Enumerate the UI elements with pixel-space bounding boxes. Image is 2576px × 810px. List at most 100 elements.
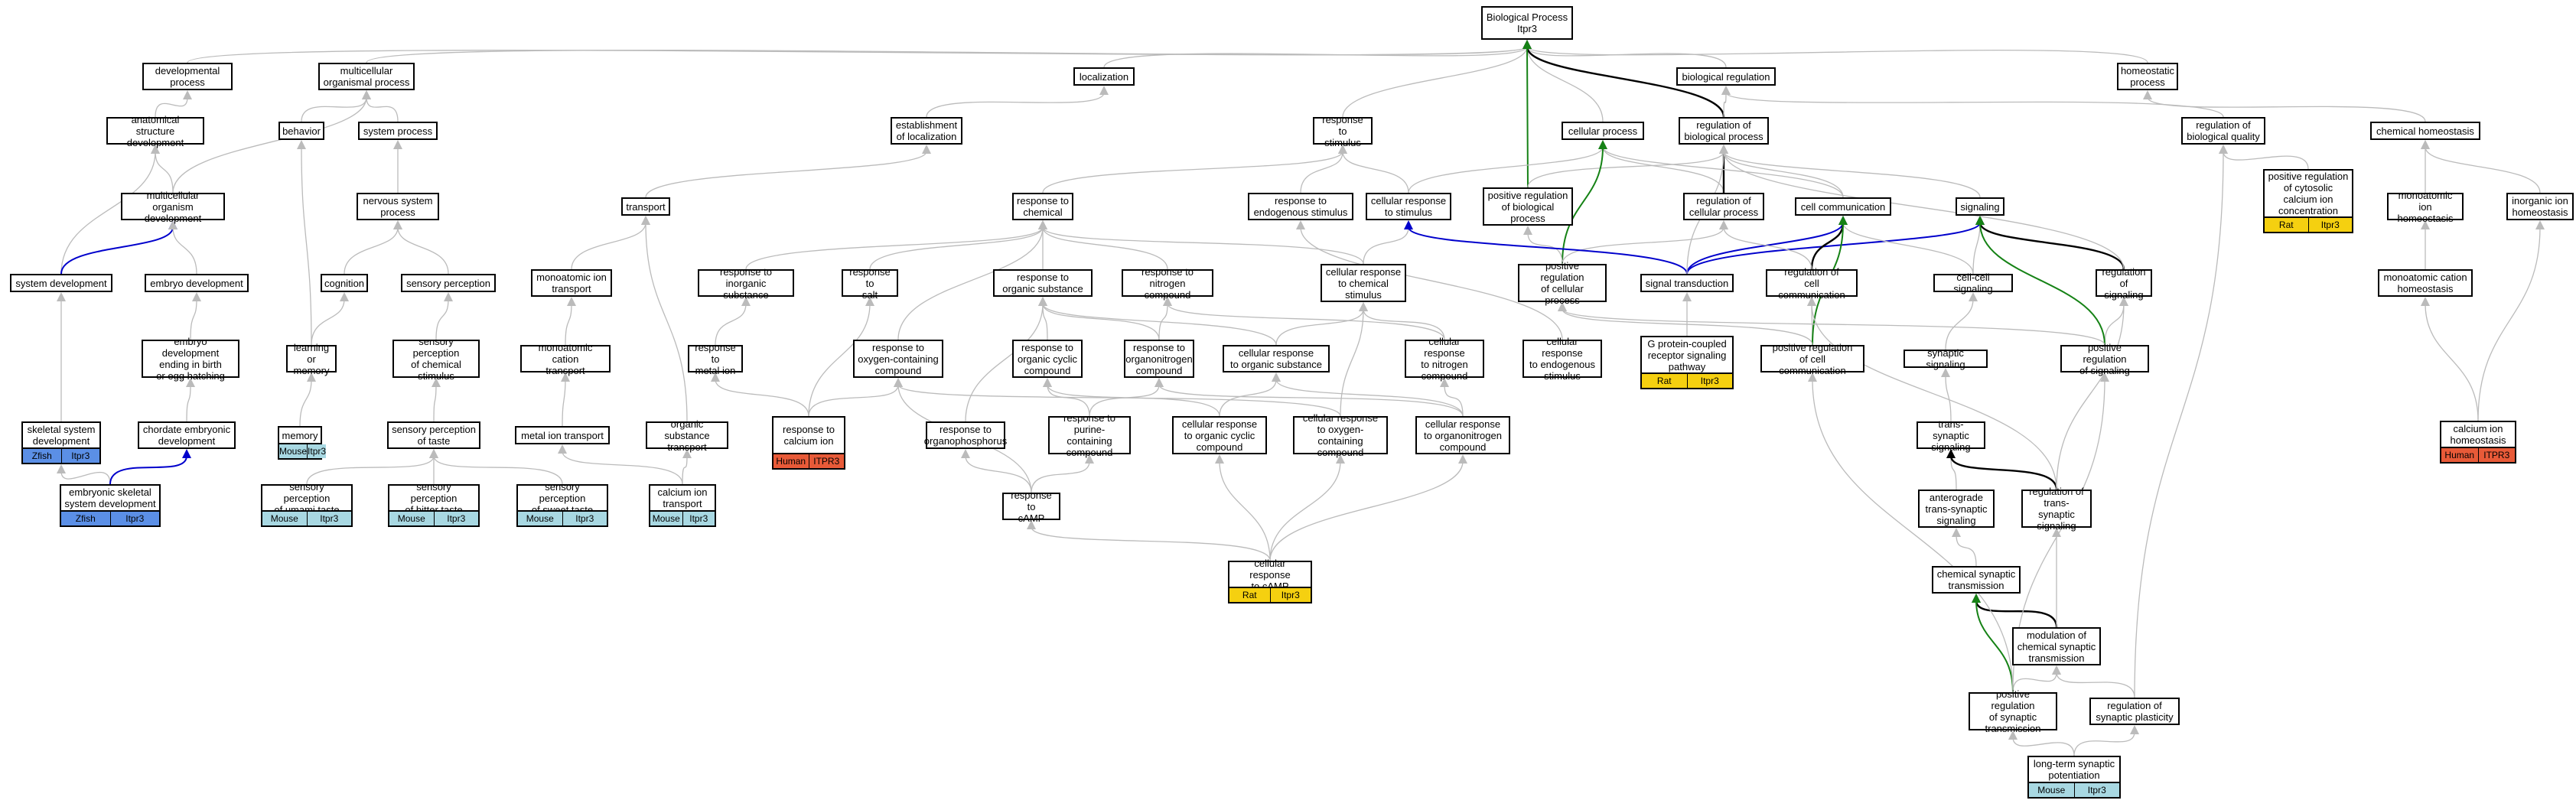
term-cellular-response-to-stimulus[interactable]: cellular response to stimulus xyxy=(1366,193,1451,220)
term-response-to-organic-substance[interactable]: response to organic substance xyxy=(993,269,1093,297)
term-regulation-of-synaptic-plasticity[interactable]: regulation of synaptic plasticity xyxy=(2089,698,2180,725)
term-localization[interactable]: localization xyxy=(1073,67,1135,86)
term-monoatomic-cation-transport[interactable]: monoatomic cation transport xyxy=(520,342,611,376)
term-behavior[interactable]: behavior xyxy=(278,122,324,140)
term-gpcr-signaling-pathway[interactable]: G protein-coupled receptor signaling pat… xyxy=(1640,336,1734,389)
term-response-to-purine-containing-compound[interactable]: response to purine-containing compound xyxy=(1048,412,1131,458)
term-biological-process[interactable]: Biological Process Itpr3 xyxy=(1481,6,1573,40)
term-organic-substance-transport[interactable]: organic substance transport xyxy=(646,418,728,453)
term-response-to-organonitrogen-compound[interactable]: response to organonitrogen compound xyxy=(1124,340,1194,378)
term-sensory-perception-of-taste[interactable]: sensory perception of taste xyxy=(387,421,480,449)
term-response-to-organophosphorus[interactable]: response to organophosphorus xyxy=(924,421,1007,449)
term-positive-regulation-of-biological-process[interactable]: positive regulation of biological proces… xyxy=(1483,187,1573,226)
term-cognition[interactable]: cognition xyxy=(321,274,368,292)
term-response-to-inorganic-substance[interactable]: response to inorganic substance xyxy=(698,266,794,301)
term-chemical-homeostasis[interactable]: chemical homeostasis xyxy=(2370,122,2480,140)
term-developmental-process[interactable]: developmental process xyxy=(142,63,233,90)
edge-sensory-perception-of-sweet-taste-to-sensory-perception-of-taste xyxy=(433,455,563,485)
term-positive-regulation-of-cell-communication[interactable]: positive regulation of cell communicatio… xyxy=(1760,342,1864,376)
edge-arrowhead xyxy=(2100,372,2109,382)
edge-positive-regulation-of-cellular-process-to-positive-regulation-of-biological-process xyxy=(1527,232,1563,265)
term-regulation-of-biological-process[interactable]: regulation of biological process xyxy=(1679,117,1769,145)
term-response-to-chemical[interactable]: response to chemical xyxy=(1012,193,1073,220)
term-regulation-of-cell-communication[interactable]: regulation of cell communication xyxy=(1766,266,1858,301)
term-establishment-of-localization[interactable]: establishment of localization xyxy=(891,117,962,145)
term-positive-regulation-of-cytosolic-calcium[interactable]: positive regulation of cytosolic calcium… xyxy=(2263,169,2353,233)
term-label: response to cAMP xyxy=(1011,489,1052,524)
term-cellular-response-to-oxygen-containing-compound[interactable]: cellular response to oxygen-containing c… xyxy=(1293,412,1388,458)
species-tag: Human xyxy=(773,454,809,468)
term-system-development[interactable]: system development xyxy=(10,274,112,292)
term-anatomical-structure-development[interactable]: anatomical structure development xyxy=(106,114,204,148)
term-cellular-response-to-nitrogen-compound[interactable]: cellular response to nitrogen compound xyxy=(1405,336,1484,382)
term-response-to-nitrogen-compound[interactable]: response to nitrogen compound xyxy=(1122,266,1213,301)
term-multicellular-organismal-process[interactable]: multicellular organismal process xyxy=(318,63,415,90)
term-biological-regulation[interactable]: biological regulation xyxy=(1676,67,1776,86)
term-modulation-of-chemical-synaptic-transmission[interactable]: modulation of chemical synaptic transmis… xyxy=(2012,627,2101,665)
term-homeostatic-process[interactable]: homeostatic process xyxy=(2117,63,2178,90)
term-label: monoatomic ion homeostasis xyxy=(2397,189,2454,224)
term-system-process[interactable]: system process xyxy=(358,122,438,140)
term-embryo-development-ending-in-birth[interactable]: embryo development ending in birth or eg… xyxy=(142,336,239,382)
term-response-to-organic-cyclic-compound[interactable]: response to organic cyclic compound xyxy=(1012,340,1083,378)
term-cell-communication[interactable]: cell communication xyxy=(1795,197,1891,216)
edge-chemical-synaptic-transmission-to-anterograde-trans-synaptic-signaling xyxy=(1956,534,1977,567)
term-regulation-of-trans-synaptic-signaling[interactable]: regulation of trans-synaptic signaling xyxy=(2021,486,2092,532)
term-cellular-response-to-organonitrogen-compound[interactable]: cellular response to organonitrogen comp… xyxy=(1415,416,1510,454)
edge-homeostatic-process-to-biological-process xyxy=(1526,46,2148,63)
edge-arrowhead xyxy=(741,297,751,306)
term-response-to-metal-ion[interactable]: response to metal ion xyxy=(688,342,743,376)
term-trans-synaptic-signaling[interactable]: trans-synaptic signaling xyxy=(1917,418,1985,453)
term-embryo-development[interactable]: embryo development xyxy=(145,274,249,292)
term-inorganic-ion-homeostasis[interactable]: inorganic ion homeostasis xyxy=(2506,193,2574,220)
gene-tag: Itpr3 xyxy=(682,512,715,525)
term-sensory-perception-of-chemical-stimulus[interactable]: sensory perception of chemical stimulus xyxy=(392,336,480,382)
term-regulation-of-biological-quality[interactable]: regulation of biological quality xyxy=(2181,117,2265,145)
term-anterograde-trans-synaptic-signaling[interactable]: anterograde trans-synaptic signaling xyxy=(1918,490,1995,528)
term-response-to-endogenous-stimulus[interactable]: response to endogenous stimulus xyxy=(1248,193,1353,220)
term-multicellular-organism-development[interactable]: multicellular organism development xyxy=(121,190,225,224)
term-nervous-system-process[interactable]: nervous system process xyxy=(357,193,439,220)
term-positive-regulation-of-cellular-process[interactable]: positive regulation of cellular process xyxy=(1518,260,1607,306)
term-cellular-response-to-chemical-stimulus[interactable]: cellular response to chemical stimulus xyxy=(1321,264,1406,302)
term-monoatomic-ion-homeostasis[interactable]: monoatomic ion homeostasis xyxy=(2387,189,2464,224)
term-response-to-camp[interactable]: response to cAMP xyxy=(1002,489,1060,524)
term-positive-regulation-of-synaptic-transmission[interactable]: positive regulation of synaptic transmis… xyxy=(1969,688,2057,734)
term-sensory-perception[interactable]: sensory perception xyxy=(401,274,496,292)
term-cellular-response-to-organic-substance[interactable]: cellular response to organic substance xyxy=(1223,345,1330,372)
term-response-to-oxygen-containing-compound[interactable]: response to oxygen-containing compound xyxy=(853,340,943,378)
term-learning-or-memory[interactable]: learning or memory xyxy=(286,342,337,376)
gene-tag: Itpr3 xyxy=(109,512,159,525)
term-monoatomic-ion-transport[interactable]: monoatomic ion transport xyxy=(531,269,612,297)
term-cellular-response-to-endogenous-stimulus[interactable]: cellular response to endogenous stimulus xyxy=(1522,336,1602,382)
term-transport[interactable]: transport xyxy=(621,197,670,216)
term-chemical-synaptic-transmission[interactable]: chemical synaptic transmission xyxy=(1932,566,2021,594)
edge-arrowhead xyxy=(151,145,160,154)
term-monoatomic-cation-homeostasis[interactable]: monoatomic cation homeostasis xyxy=(2378,269,2473,297)
term-regulation-of-cellular-process[interactable]: regulation of cellular process xyxy=(1683,193,1764,220)
term-label: establishment of localization xyxy=(895,119,958,142)
term-chordate-embryonic-development[interactable]: chordate embryonic development xyxy=(138,421,236,449)
term-cellular-process[interactable]: cellular process xyxy=(1562,122,1644,140)
term-cellular-response-to-organic-cyclic-compound[interactable]: cellular response to organic cyclic comp… xyxy=(1172,416,1267,454)
term-signal-transduction[interactable]: signal transduction xyxy=(1640,274,1734,292)
term-synaptic-signaling[interactable]: synaptic signaling xyxy=(1904,347,1988,370)
term-response-to-stimulus[interactable]: response to stimulus xyxy=(1313,114,1373,148)
term-signaling[interactable]: signaling xyxy=(1956,197,2004,216)
term-positive-regulation-of-signaling[interactable]: positive regulation of signaling xyxy=(2060,342,2149,376)
term-cell-cell-signaling[interactable]: cell-cell signaling xyxy=(1933,272,2013,294)
term-metal-ion-transport[interactable]: metal ion transport xyxy=(515,426,610,444)
term-response-to-salt[interactable]: response to salt xyxy=(842,266,898,301)
term-regulation-of-signaling[interactable]: regulation of signaling xyxy=(2096,266,2152,301)
